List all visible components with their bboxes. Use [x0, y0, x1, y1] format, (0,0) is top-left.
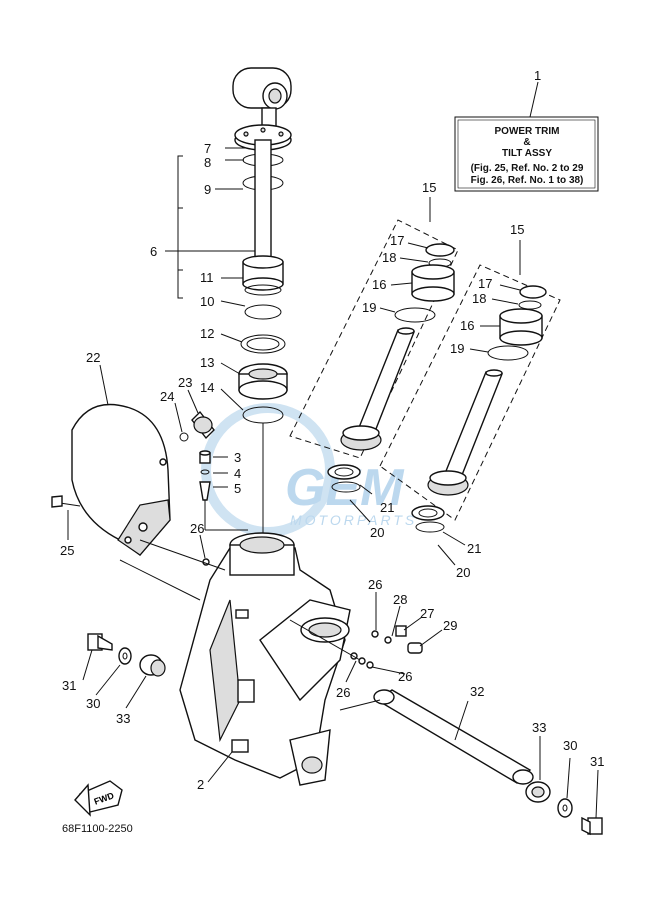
callout-28: 28	[393, 592, 407, 607]
callout-20-right: 20	[456, 565, 470, 580]
diagram-code: 68F1100-2250	[62, 823, 133, 835]
callout-12: 12	[200, 326, 214, 341]
leader-lines	[67, 147, 599, 819]
callout-7: 7	[204, 141, 211, 156]
callout-11: 11	[200, 270, 214, 285]
callout-2: 2	[197, 777, 204, 792]
callout-30-left: 30	[86, 696, 100, 711]
callout-19-left: 19	[362, 300, 376, 315]
callout-8: 8	[204, 155, 211, 170]
callout-3: 3	[234, 450, 241, 465]
callout-9: 9	[204, 182, 211, 197]
callout-21-right: 21	[467, 541, 481, 556]
callout-26-d: 26	[336, 685, 350, 700]
callout-17-right: 17	[478, 276, 492, 291]
tilt-shaft	[339, 689, 534, 785]
callout-29: 29	[443, 618, 457, 633]
fwd-arrow: FWD	[74, 780, 123, 817]
callout-16-left: 16	[372, 277, 386, 292]
callout-26-a: 26	[190, 521, 204, 536]
title-line-2: &	[523, 137, 530, 148]
callout-27: 27	[420, 606, 434, 621]
callout-30-right: 30	[563, 738, 577, 753]
callout-31-left: 31	[62, 678, 76, 693]
callout-25: 25	[60, 543, 74, 558]
callout-10: 10	[200, 294, 214, 309]
callout-24: 24	[160, 389, 174, 404]
seals-20-21	[327, 464, 445, 533]
title-line-5: Fig. 26, Ref. No. 1 to 38)	[471, 175, 584, 186]
callout-15-left: 15	[422, 180, 436, 195]
hardware	[87, 633, 603, 836]
callout-labels: 1 2 3 4 5 6 7 8 9 11 10 12 13 14 15 15 1…	[60, 68, 604, 792]
callout-1: 1	[534, 68, 541, 83]
ram-assembly-right	[379, 264, 561, 521]
title-line-1: POWER TRIM	[495, 126, 560, 137]
callout-26-c: 26	[398, 669, 412, 684]
callout-23: 23	[178, 375, 192, 390]
tilt-rod-assembly	[232, 67, 292, 540]
callout-16-right: 16	[460, 318, 474, 333]
callout-20-left: 20	[370, 525, 384, 540]
callout-33-left: 33	[116, 711, 130, 726]
callout-18-right: 18	[472, 291, 486, 306]
title-box: POWER TRIM & TILT ASSY (Fig. 25, Ref. No…	[454, 81, 599, 192]
callout-19-right: 19	[450, 341, 464, 356]
callout-18-left: 18	[382, 250, 396, 265]
pins	[289, 619, 423, 669]
callout-22: 22	[86, 350, 100, 365]
small-parts	[179, 410, 248, 566]
callout-15-right: 15	[510, 222, 524, 237]
ram-assembly-left	[289, 219, 459, 459]
callout-6: 6	[150, 244, 157, 259]
watermark-sub: MOTORPARTS	[290, 512, 417, 528]
callout-21-left: 21	[380, 500, 394, 515]
callout-17-left: 17	[390, 233, 404, 248]
callout-5: 5	[234, 481, 241, 496]
motor-unit	[51, 403, 171, 556]
callout-4: 4	[234, 466, 241, 481]
title-line-4: (Fig. 25, Ref. No. 2 to 29	[471, 163, 584, 174]
callout-26-b: 26	[368, 577, 382, 592]
callout-31-right: 31	[590, 754, 604, 769]
main-housing	[119, 532, 351, 786]
title-line-3: TILT ASSY	[502, 148, 552, 159]
callout-13: 13	[200, 355, 214, 370]
callout-33-right: 33	[532, 720, 546, 735]
callout-14: 14	[200, 380, 214, 395]
callout-32: 32	[470, 684, 484, 699]
